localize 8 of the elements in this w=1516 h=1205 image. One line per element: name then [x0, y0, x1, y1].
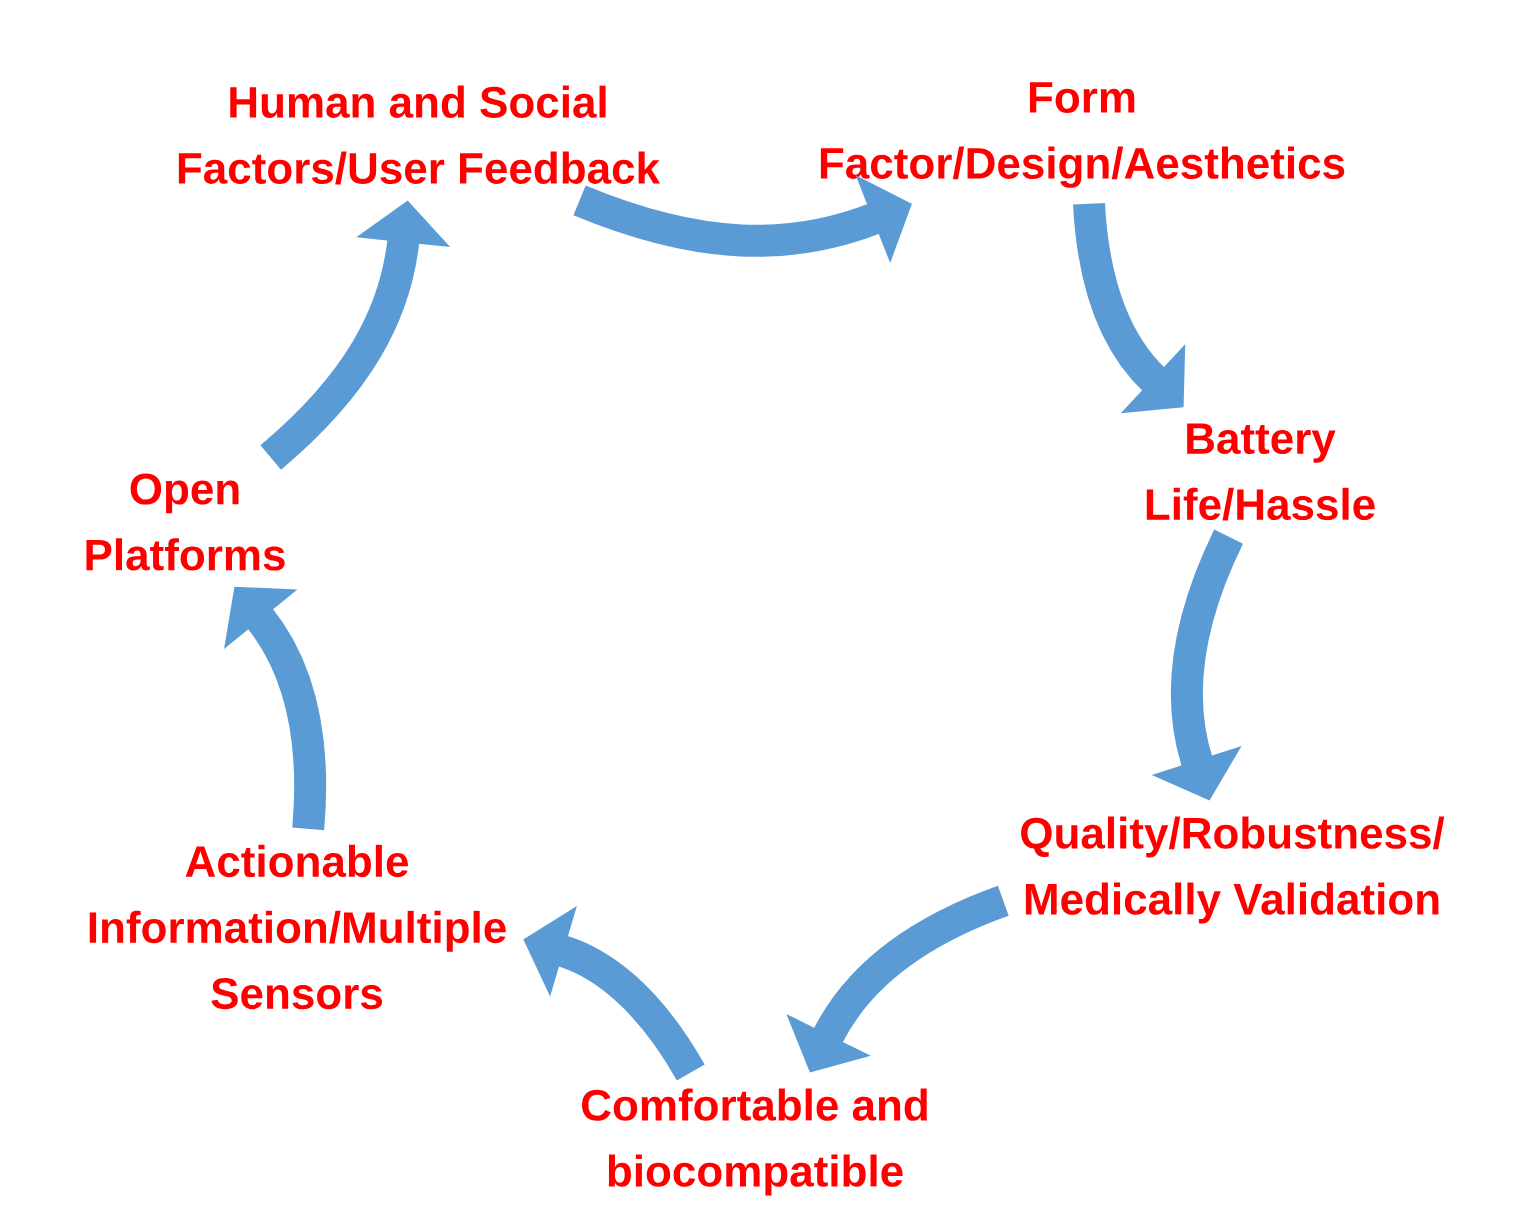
node-label: Comfortable and biocompatible: [582, 1088, 927, 1196]
node-label: Human and Social Factors/User Feedback: [178, 85, 661, 185]
arrow: [224, 586, 327, 830]
node-label: Quality/Robustness/ Medically Validation: [1021, 816, 1445, 924]
node-label: Open Platforms: [86, 473, 285, 571]
node-label: Form Factor/Design/Aesthetics: [820, 82, 1345, 188]
node-label: Actionable Information/Multiple Sensors: [89, 844, 506, 1010]
node-label: Battery Life/Hassle: [1146, 423, 1375, 521]
